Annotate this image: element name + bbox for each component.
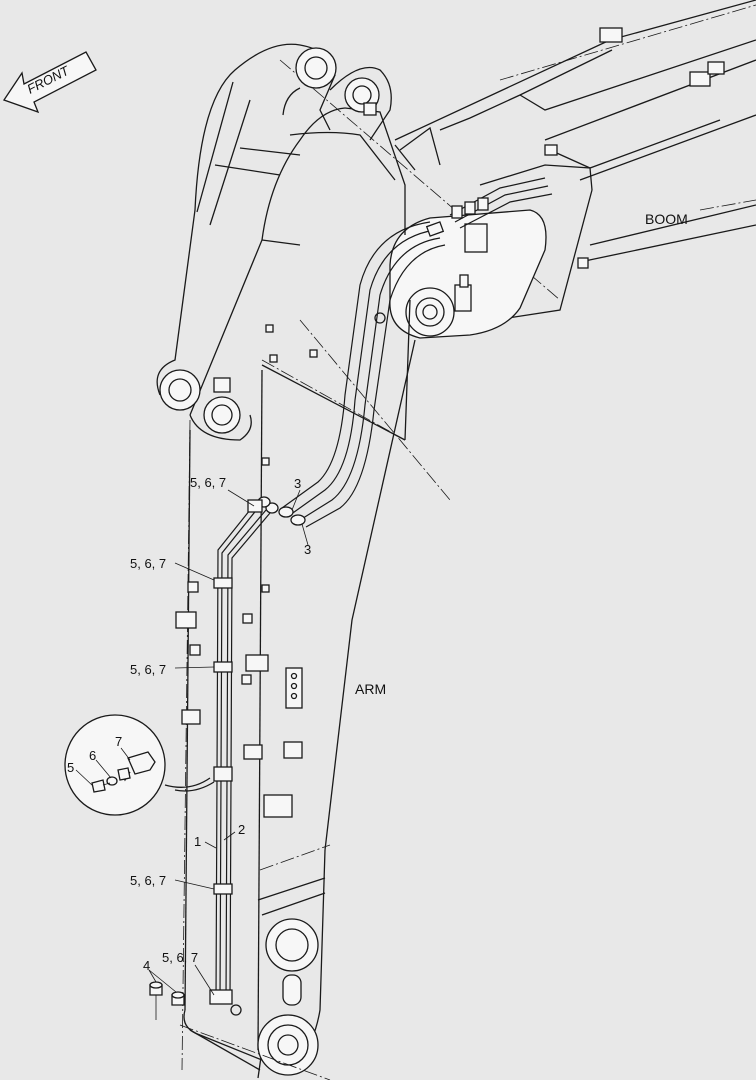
boom-label: BOOM bbox=[645, 211, 688, 227]
front-arrow: FRONT bbox=[2, 51, 97, 114]
callout-2: 2 bbox=[238, 822, 245, 837]
arm-label: ARM bbox=[355, 681, 386, 697]
callout-4: 4 bbox=[143, 958, 150, 973]
boom-pivot bbox=[374, 209, 547, 339]
callout-567-top: 5, 6, 7 bbox=[190, 475, 226, 490]
callout-567-a: 5, 6, 7 bbox=[130, 556, 166, 571]
fittings-4 bbox=[149, 981, 185, 1020]
detail-callout-5: 5 bbox=[67, 760, 74, 775]
callout-567-bottom: 5, 6, 7 bbox=[162, 950, 198, 965]
detail-callout-6: 6 bbox=[89, 748, 96, 763]
callout-1: 1 bbox=[194, 834, 201, 849]
callout-3-upper: 3 bbox=[294, 476, 301, 491]
leader-lines bbox=[75, 489, 309, 996]
pipes-1-2 bbox=[209, 499, 271, 1016]
detail-view bbox=[64, 714, 215, 816]
callout-567-c: 5, 6, 7 bbox=[130, 873, 166, 888]
arm-body bbox=[156, 43, 451, 1080]
callout-567-b: 5, 6, 7 bbox=[130, 662, 166, 677]
detail-callout-7: 7 bbox=[115, 734, 122, 749]
callout-3-lower: 3 bbox=[304, 542, 311, 557]
arm-mounting-pads bbox=[175, 324, 318, 818]
